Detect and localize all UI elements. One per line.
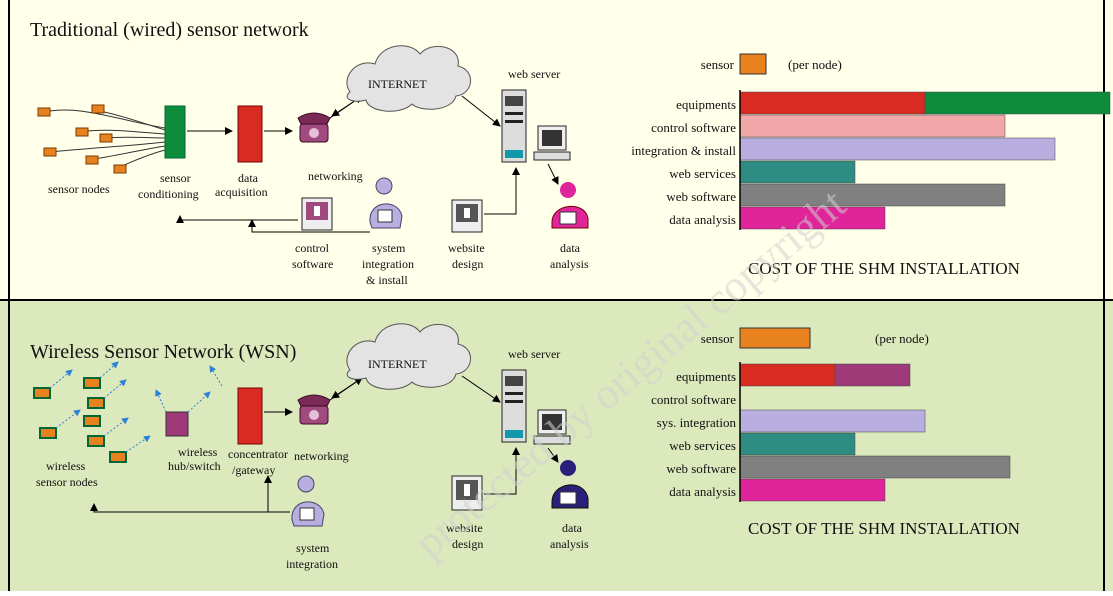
- category-label: equipments: [676, 369, 736, 384]
- bar-segment: [739, 478, 886, 502]
- label-analysis-top-1: data: [560, 241, 581, 255]
- label-webserver-top: web server: [508, 67, 560, 81]
- label-sysint-bottom-1: system: [296, 541, 330, 555]
- top-title: Traditional (wired) sensor network: [30, 19, 309, 41]
- sensor-nodes-icon: [37, 104, 166, 174]
- label-sensor-conditioning-2: conditioning: [138, 187, 199, 201]
- bar-segment: [739, 114, 1006, 138]
- label-website-top-1: website: [448, 241, 485, 255]
- bar-segment: [739, 432, 856, 456]
- label-webserver-bottom: web server: [508, 347, 560, 361]
- category-label: data analysis: [669, 484, 736, 499]
- monitor-icon-bottom: [533, 409, 571, 445]
- label-sensor-nodes: sensor nodes: [48, 182, 110, 196]
- label-control-top-2: software: [292, 257, 333, 271]
- category-label: sys. integration: [657, 415, 737, 430]
- label-hub-2: hub/switch: [168, 459, 221, 473]
- internet-cloud-icon: [346, 45, 471, 112]
- bar-segment: [739, 91, 926, 115]
- bar-segment: [739, 183, 1006, 207]
- label-data-acq-2: acquisition: [215, 185, 268, 199]
- label-hub-1: wireless: [178, 445, 218, 459]
- monitor-icon: [533, 125, 571, 161]
- bar-segment: [739, 455, 1011, 479]
- analyst-person-icon: [551, 182, 589, 229]
- cost-chart-bottom: sensor (per node) equipments control softwa…: [651, 327, 1020, 538]
- control-computer-icon: [301, 197, 333, 231]
- bar-segment: [834, 363, 911, 387]
- label-website-bottom-2: design: [452, 537, 483, 551]
- label-sysint-bottom-2: integration: [286, 557, 338, 571]
- legend-swatch: [739, 327, 811, 349]
- cost-chart-top: sensor (per node) equipments control softwa…: [631, 53, 1111, 278]
- cost-chart-title: COST OF THE SHM INSTALLATION: [748, 519, 1020, 538]
- bar-segment: [739, 363, 836, 387]
- category-label: web services: [669, 166, 736, 181]
- category-label: integration & install: [631, 143, 736, 158]
- data-acquisition-icon: [237, 105, 263, 163]
- integrator-person-icon: [369, 177, 403, 229]
- label-internet-top: INTERNET: [368, 77, 427, 91]
- phone-icon-bottom: [297, 394, 331, 425]
- server-icon-bottom: [501, 369, 527, 443]
- category-label: control software: [651, 392, 736, 407]
- legend-label: sensor: [701, 331, 735, 346]
- label-internet-bottom: INTERNET: [368, 357, 427, 371]
- category-label: web software: [666, 189, 736, 204]
- internet-cloud-icon-bottom: [346, 323, 471, 390]
- website-design-computer-icon: [451, 199, 483, 233]
- server-icon: [501, 89, 527, 163]
- sensor-conditioning-icon: [164, 105, 186, 159]
- label-control-top-1: control: [295, 241, 330, 255]
- label-wireless-2: sensor nodes: [36, 475, 98, 489]
- concentrator-gateway-icon: [237, 387, 263, 445]
- bar-segment: [924, 91, 1111, 115]
- integrator-person-icon-bottom: [291, 475, 325, 527]
- legend-note: (per node): [788, 57, 842, 72]
- label-sensor-conditioning-1: sensor: [160, 171, 191, 185]
- label-sysint-top-1: system: [372, 241, 406, 255]
- legend-swatch: [739, 53, 767, 75]
- legend-note: (per node): [875, 331, 929, 346]
- category-label: equipments: [676, 97, 736, 112]
- analyst-person-icon-bottom: [551, 460, 589, 509]
- category-label: control software: [651, 120, 736, 135]
- phone-icon: [297, 112, 331, 143]
- legend-label: sensor: [701, 57, 735, 72]
- bar-segment: [739, 137, 1056, 161]
- bar-segment: [739, 409, 926, 433]
- label-website-top-2: design: [452, 257, 483, 271]
- wireless-sensor-nodes-icon: [33, 361, 223, 463]
- bottom-title: Wireless Sensor Network (WSN): [30, 341, 296, 363]
- label-analysis-bottom-1: data: [562, 521, 583, 535]
- label-sysint-top-3: & install: [366, 273, 408, 287]
- bar-segment: [739, 160, 856, 184]
- label-networking-top: networking: [308, 169, 363, 183]
- cost-chart-title: COST OF THE SHM INSTALLATION: [748, 259, 1020, 278]
- website-design-computer-icon-bottom: [451, 475, 483, 511]
- category-label: web software: [666, 461, 736, 476]
- label-networking-bottom: networking: [294, 449, 349, 463]
- label-website-bottom-1: website: [446, 521, 483, 535]
- label-conc-1: concentrator: [228, 447, 288, 461]
- label-conc-2: /gateway: [232, 463, 275, 477]
- bottom-panel: [0, 300, 1113, 591]
- label-analysis-top-2: analysis: [550, 257, 589, 271]
- label-data-acq-1: data: [238, 171, 259, 185]
- hub-switch-icon: [155, 389, 211, 437]
- label-wireless-1: wireless: [46, 459, 86, 473]
- label-sysint-top-2: integration: [362, 257, 414, 271]
- label-analysis-bottom-2: analysis: [550, 537, 589, 551]
- category-label: web services: [669, 438, 736, 453]
- category-label: data analysis: [669, 212, 736, 227]
